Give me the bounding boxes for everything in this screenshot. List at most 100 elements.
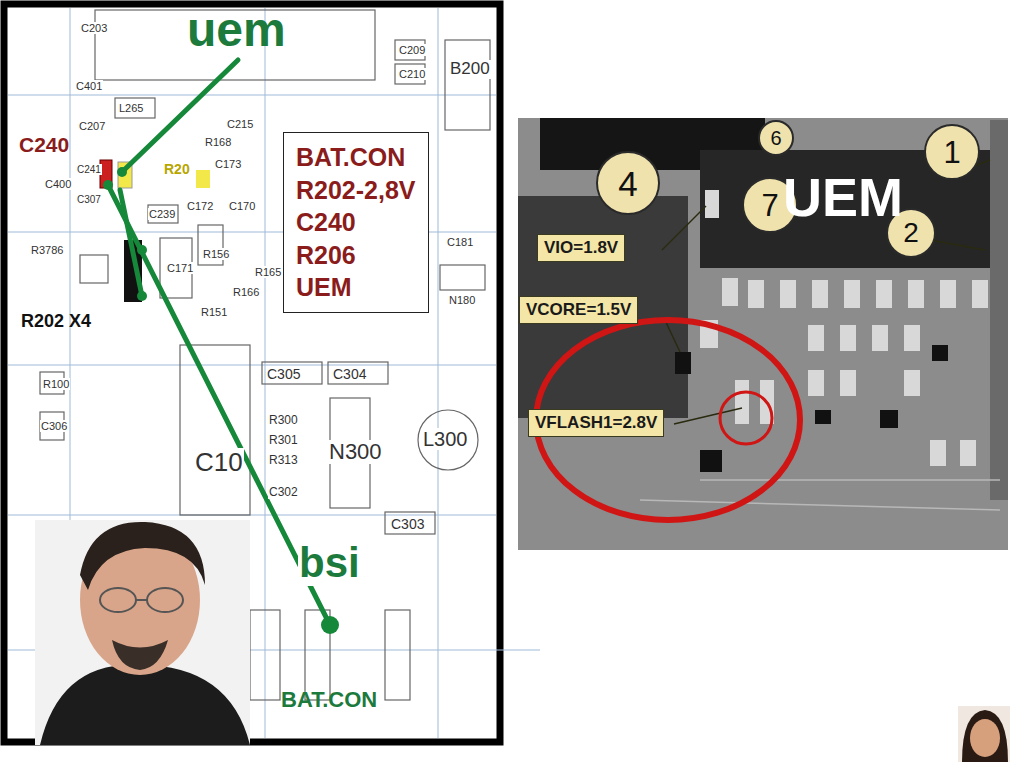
board-shape xyxy=(735,380,749,424)
node-text: UEM xyxy=(296,271,416,304)
component-label: C241 xyxy=(76,164,102,175)
component-label: C171 xyxy=(166,262,194,274)
board-shape xyxy=(385,610,410,700)
board-shape xyxy=(904,325,920,351)
component-label: C172 xyxy=(186,200,214,212)
board-shape xyxy=(962,710,1008,762)
board-shape xyxy=(880,410,898,428)
board-shape xyxy=(930,440,946,466)
board-shape xyxy=(120,190,142,296)
board-shape xyxy=(700,190,988,466)
board-shape xyxy=(844,280,860,308)
component-label: R301 xyxy=(268,434,299,447)
board-shape xyxy=(321,616,339,634)
callout-number: 2 xyxy=(903,219,919,247)
component-label: C207 xyxy=(78,120,106,132)
board-shape xyxy=(328,362,388,384)
board-shape xyxy=(840,370,856,396)
component-label: C302 xyxy=(268,486,299,499)
board-shape xyxy=(8,515,496,516)
board-shape xyxy=(40,665,250,745)
component-label: R3786 xyxy=(30,244,64,256)
board-shape xyxy=(445,40,490,130)
board-shape xyxy=(440,265,485,290)
highlight-ellipse xyxy=(536,320,800,520)
component-label: B200 xyxy=(449,60,491,79)
board-shape xyxy=(8,95,496,96)
board-shape xyxy=(137,245,147,255)
component-label: C170 xyxy=(228,200,256,212)
board-shape xyxy=(180,345,250,515)
callout-circle: 1 xyxy=(924,124,980,180)
component-label: C181 xyxy=(446,236,474,248)
node-text: VFLASH1=2.8V xyxy=(535,413,657,433)
board-shape xyxy=(8,365,496,366)
part-label: R20 xyxy=(163,162,191,177)
board-shape xyxy=(117,167,127,177)
board-shape xyxy=(80,255,108,283)
board-shape xyxy=(940,280,956,308)
board-shape xyxy=(876,280,892,308)
component-label: C401 xyxy=(75,80,103,92)
node-text: BAT.CON xyxy=(296,141,416,174)
component-label: C303 xyxy=(390,517,425,532)
board-shape xyxy=(115,98,155,118)
part-label: BAT.CON xyxy=(280,688,378,712)
grid-lines xyxy=(8,8,540,738)
component-label: L300 xyxy=(422,428,469,450)
component-label: R300 xyxy=(268,414,299,427)
part-label: UEM xyxy=(782,168,904,227)
board-shape xyxy=(674,408,742,424)
callout-number: 1 xyxy=(943,137,960,168)
component-label: R156 xyxy=(202,248,230,260)
component-label: C304 xyxy=(332,367,367,382)
presenter-photo xyxy=(35,520,250,745)
board-shape xyxy=(808,370,824,396)
component-label: R100 xyxy=(42,378,70,390)
board-shape xyxy=(970,719,1000,757)
board-shape xyxy=(932,345,948,361)
component-label: C173 xyxy=(214,158,242,170)
board-shape xyxy=(640,480,1000,510)
presenter-photo xyxy=(958,706,1010,762)
part-label: bsi xyxy=(298,540,361,586)
board-shape xyxy=(136,599,147,601)
callout-circle: 6 xyxy=(758,120,794,156)
component-label: N300 xyxy=(328,440,383,464)
component-label: R313 xyxy=(268,454,299,467)
component-label: C239 xyxy=(148,208,176,220)
board-shape xyxy=(815,410,831,424)
board-shape xyxy=(262,362,322,384)
component-label: C305 xyxy=(266,367,301,382)
board-shape xyxy=(35,520,250,745)
component-label: C203 xyxy=(80,22,108,34)
board-shape xyxy=(675,352,691,374)
part-label: C240 xyxy=(18,133,70,156)
board-shape xyxy=(196,170,210,188)
component-outlines xyxy=(40,10,490,700)
voltage-callout: VFLASH1=2.8V xyxy=(528,409,664,437)
board-shape xyxy=(103,180,113,190)
component-label: L265 xyxy=(118,102,144,114)
callout-number: 4 xyxy=(618,166,637,201)
board-shape xyxy=(100,588,136,612)
text-box: BAT.CONR202-2,8VC240R206UEM xyxy=(283,132,429,313)
board-shape xyxy=(700,450,722,472)
board-shape xyxy=(662,206,706,250)
voltage-callout: VCORE=1.5V xyxy=(519,296,638,324)
board-shape xyxy=(972,280,988,308)
board-shape xyxy=(908,280,924,308)
component-label: C215 xyxy=(226,118,254,130)
callout-number: 7 xyxy=(761,190,778,221)
board-shape xyxy=(385,512,435,534)
component-label: N180 xyxy=(448,294,476,306)
board-shape xyxy=(904,370,920,396)
component-label: C209 xyxy=(398,44,426,56)
part-label: uem xyxy=(186,4,287,57)
board-shape xyxy=(438,8,439,738)
board-photo xyxy=(518,118,1008,550)
component-label: C210 xyxy=(398,68,426,80)
component-label: C400 xyxy=(44,178,72,190)
board-shape xyxy=(250,610,280,700)
node-text: R206 xyxy=(296,239,416,272)
